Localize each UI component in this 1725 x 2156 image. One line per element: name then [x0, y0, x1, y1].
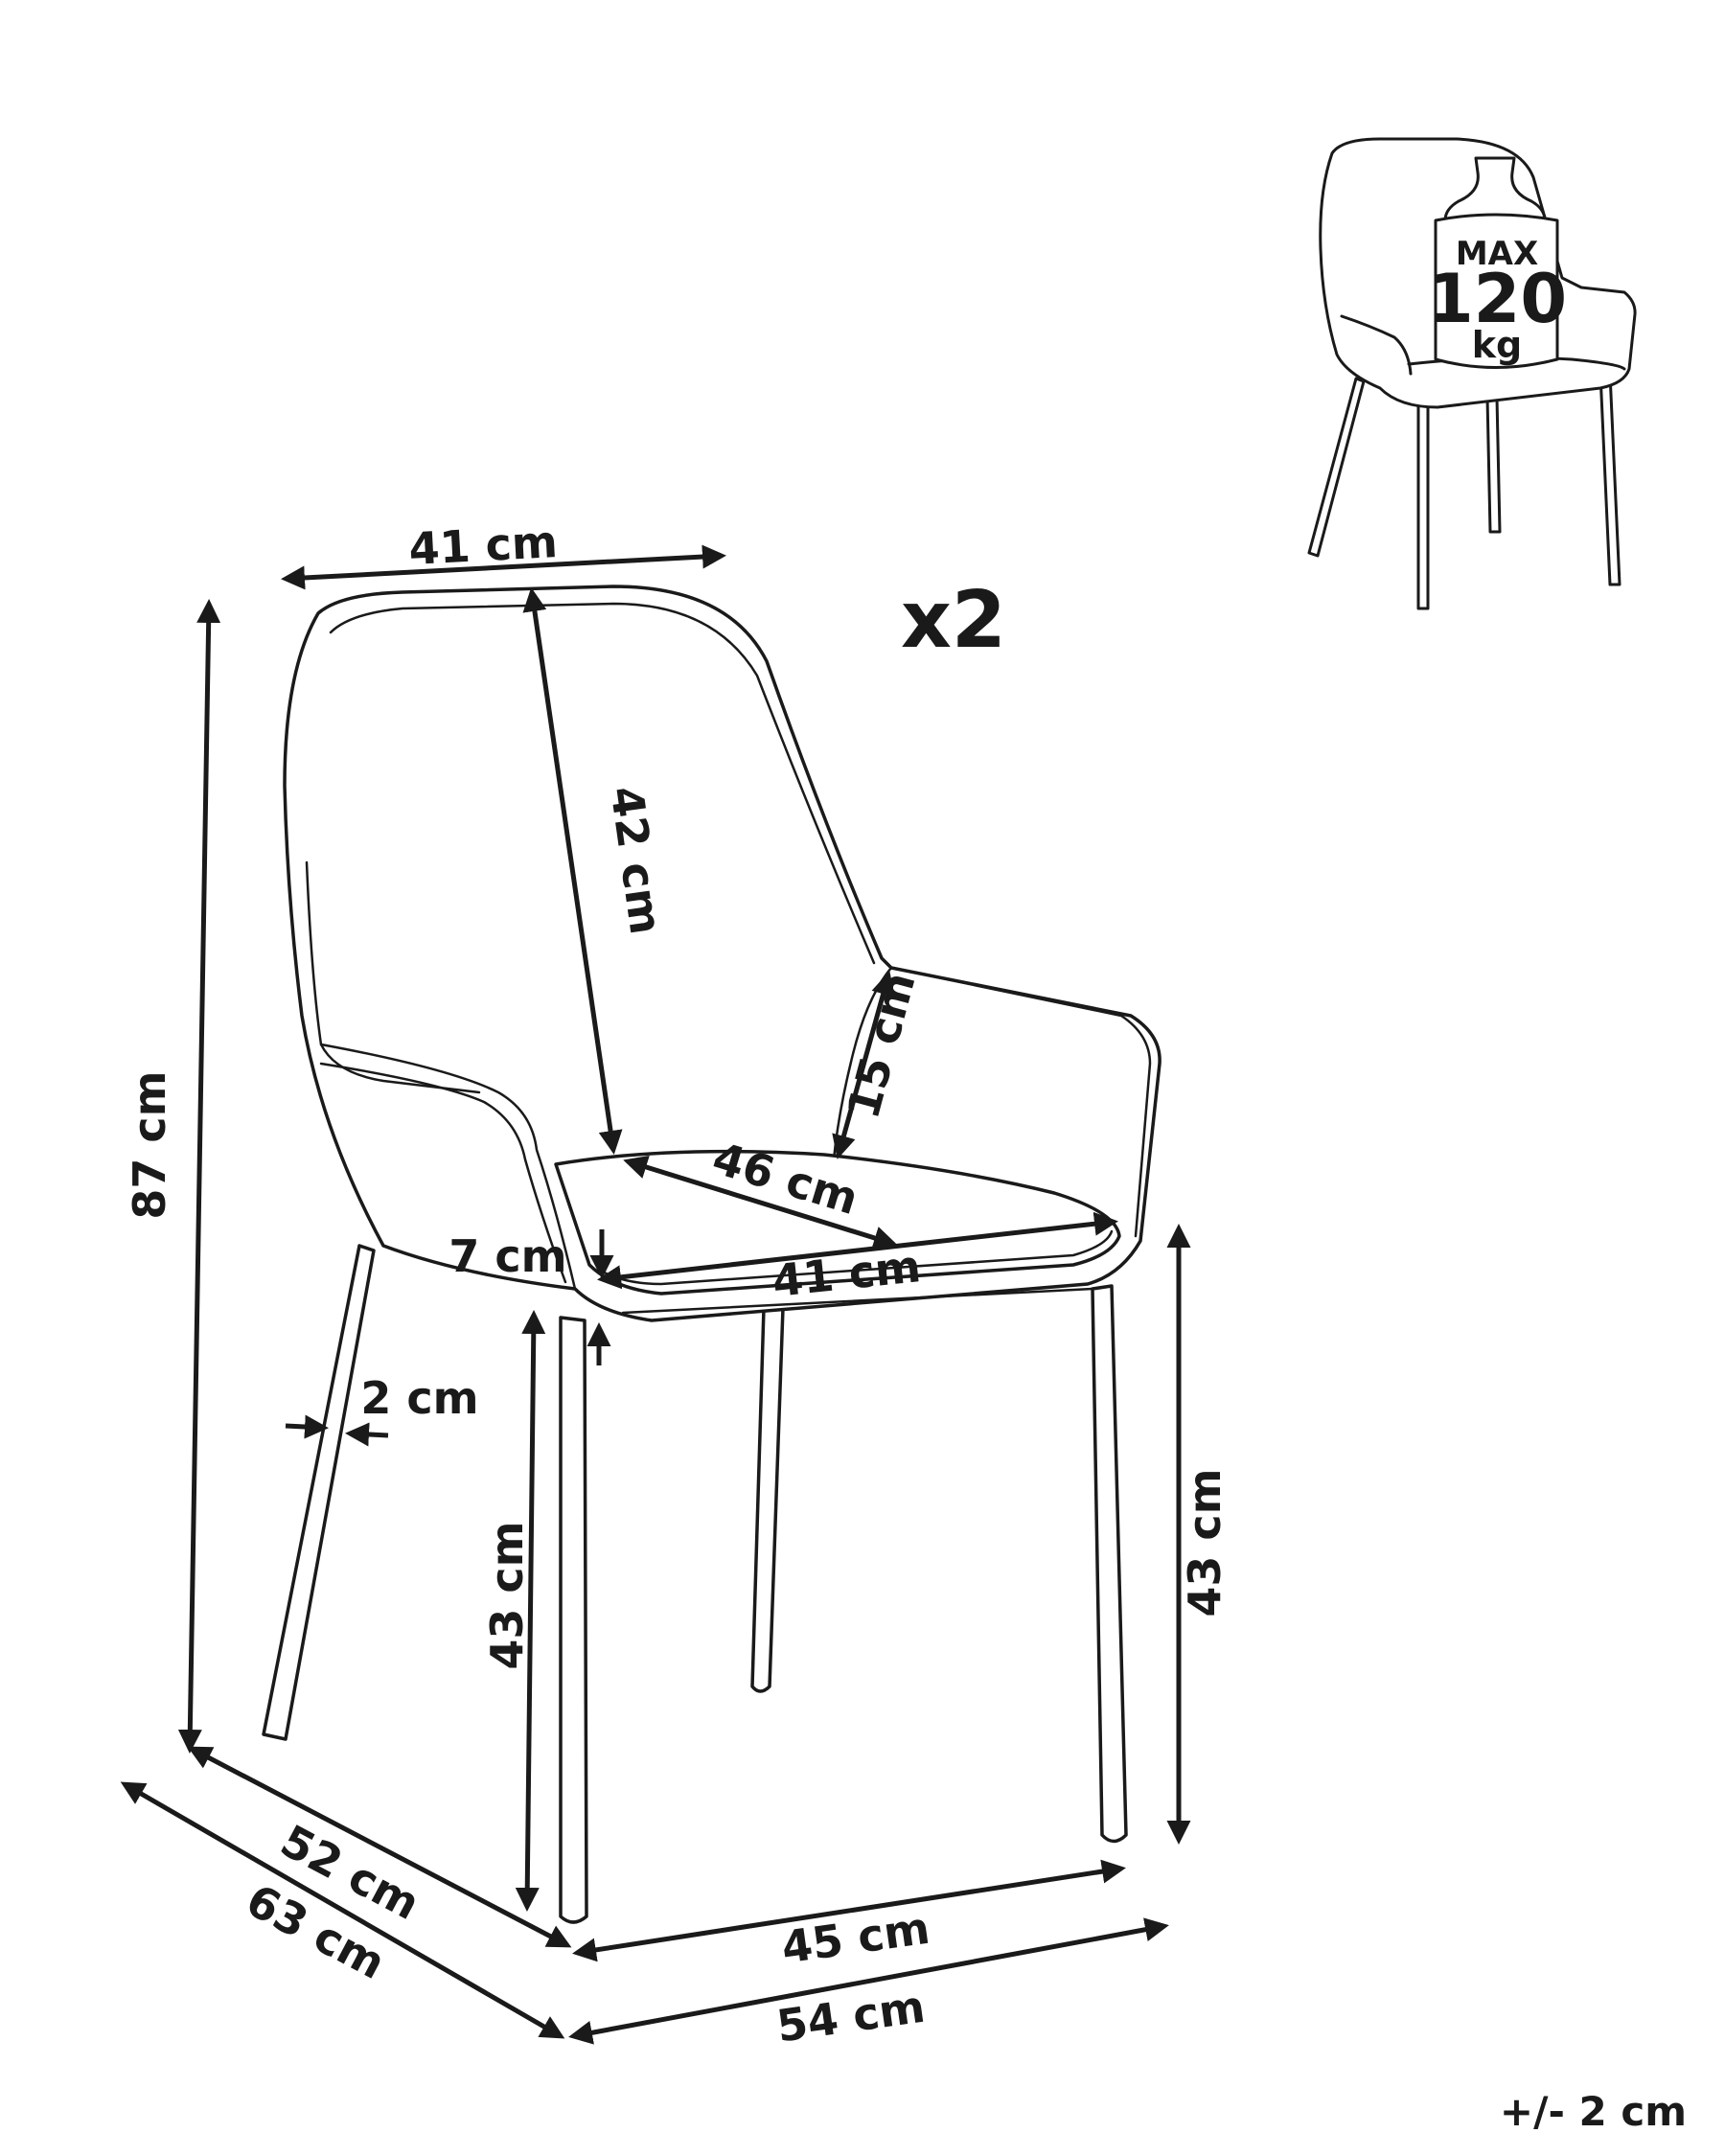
left-armrest: [319, 1043, 577, 1291]
outer-width-label: 54 cm: [773, 1981, 928, 2053]
outer-width-arrow: [568, 1917, 1169, 2045]
back-left-leg: [262, 1244, 376, 1741]
outer-depth-arrow: [120, 1781, 565, 2039]
seat-thickness-label: 7 cm: [448, 1230, 566, 1282]
back-right-leg: [750, 1306, 785, 1693]
armrest-height-arrow: [832, 971, 895, 1159]
badge-unit-text: kg: [1472, 324, 1522, 366]
badge-weight-text: 120: [1427, 260, 1567, 338]
tolerance-label: +/- 2 cm: [1500, 2088, 1687, 2135]
badge-max-text: MAX: [1456, 235, 1538, 273]
leg-thickness-label: 2 cm: [360, 1372, 478, 1424]
back-width-label: 41 cm: [407, 516, 559, 575]
leg-thickness-arrow-left: [285, 1414, 329, 1439]
backrest-shell: [283, 585, 1162, 1322]
load-capacity-illustration: MAX 120 kg: [1307, 137, 1637, 610]
quantity-label: x2: [901, 575, 1006, 666]
total-height-label: 87 cm: [124, 1070, 175, 1219]
total-height-arrow: [177, 599, 221, 1754]
front-left-leg: [559, 1316, 588, 1924]
dimension-lines: [120, 544, 1191, 2045]
main-chair-drawing: [262, 585, 1162, 1924]
inner-width-label: 45 cm: [778, 1902, 932, 1974]
backrest-inner-edge: [329, 602, 876, 965]
side-seat-height-label: 43 cm: [1179, 1468, 1230, 1617]
front-right-leg: [1091, 1284, 1128, 1844]
seat-width-arrow: [597, 1211, 1118, 1290]
backrest-height-arrow: [522, 587, 623, 1155]
leg-thickness-arrow-right: [345, 1422, 389, 1447]
front-seat-height-label: 43 cm: [481, 1521, 533, 1669]
back-width-arrow: [281, 544, 726, 590]
